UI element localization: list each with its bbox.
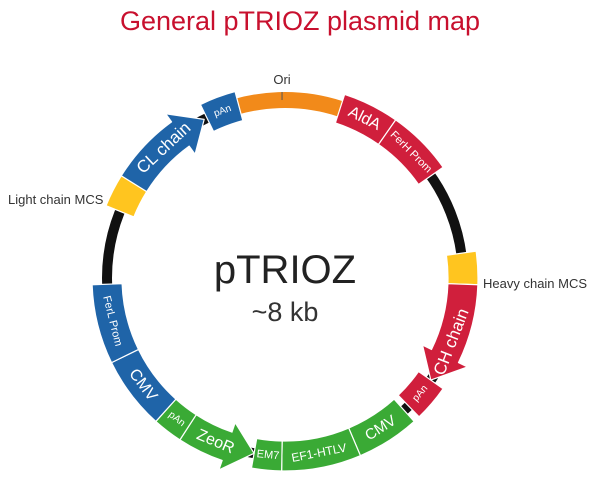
plasmid-name: pTRIOZ bbox=[214, 248, 356, 292]
ferh-prom-segment bbox=[377, 119, 444, 186]
pan-red-segment bbox=[397, 370, 444, 418]
plasmid-size: ~8 kb bbox=[252, 297, 319, 327]
heavy-chain-mcs-block bbox=[445, 250, 479, 286]
ori-callout: Ori bbox=[273, 72, 290, 87]
em7-segment bbox=[250, 437, 283, 472]
ch-chain-arrow bbox=[421, 283, 479, 381]
em7-label: EM7 bbox=[256, 448, 280, 462]
heavy-chain-mcs-callout: Heavy chain MCS bbox=[483, 276, 587, 291]
light-chain-mcs-callout: Light chain MCS bbox=[8, 192, 104, 207]
cl-chain-arrow bbox=[120, 113, 205, 193]
page-title: General pTRIOZ plasmid map bbox=[120, 6, 480, 36]
ferl-prom-segment bbox=[91, 283, 140, 364]
pan-blue-segment bbox=[199, 90, 244, 133]
